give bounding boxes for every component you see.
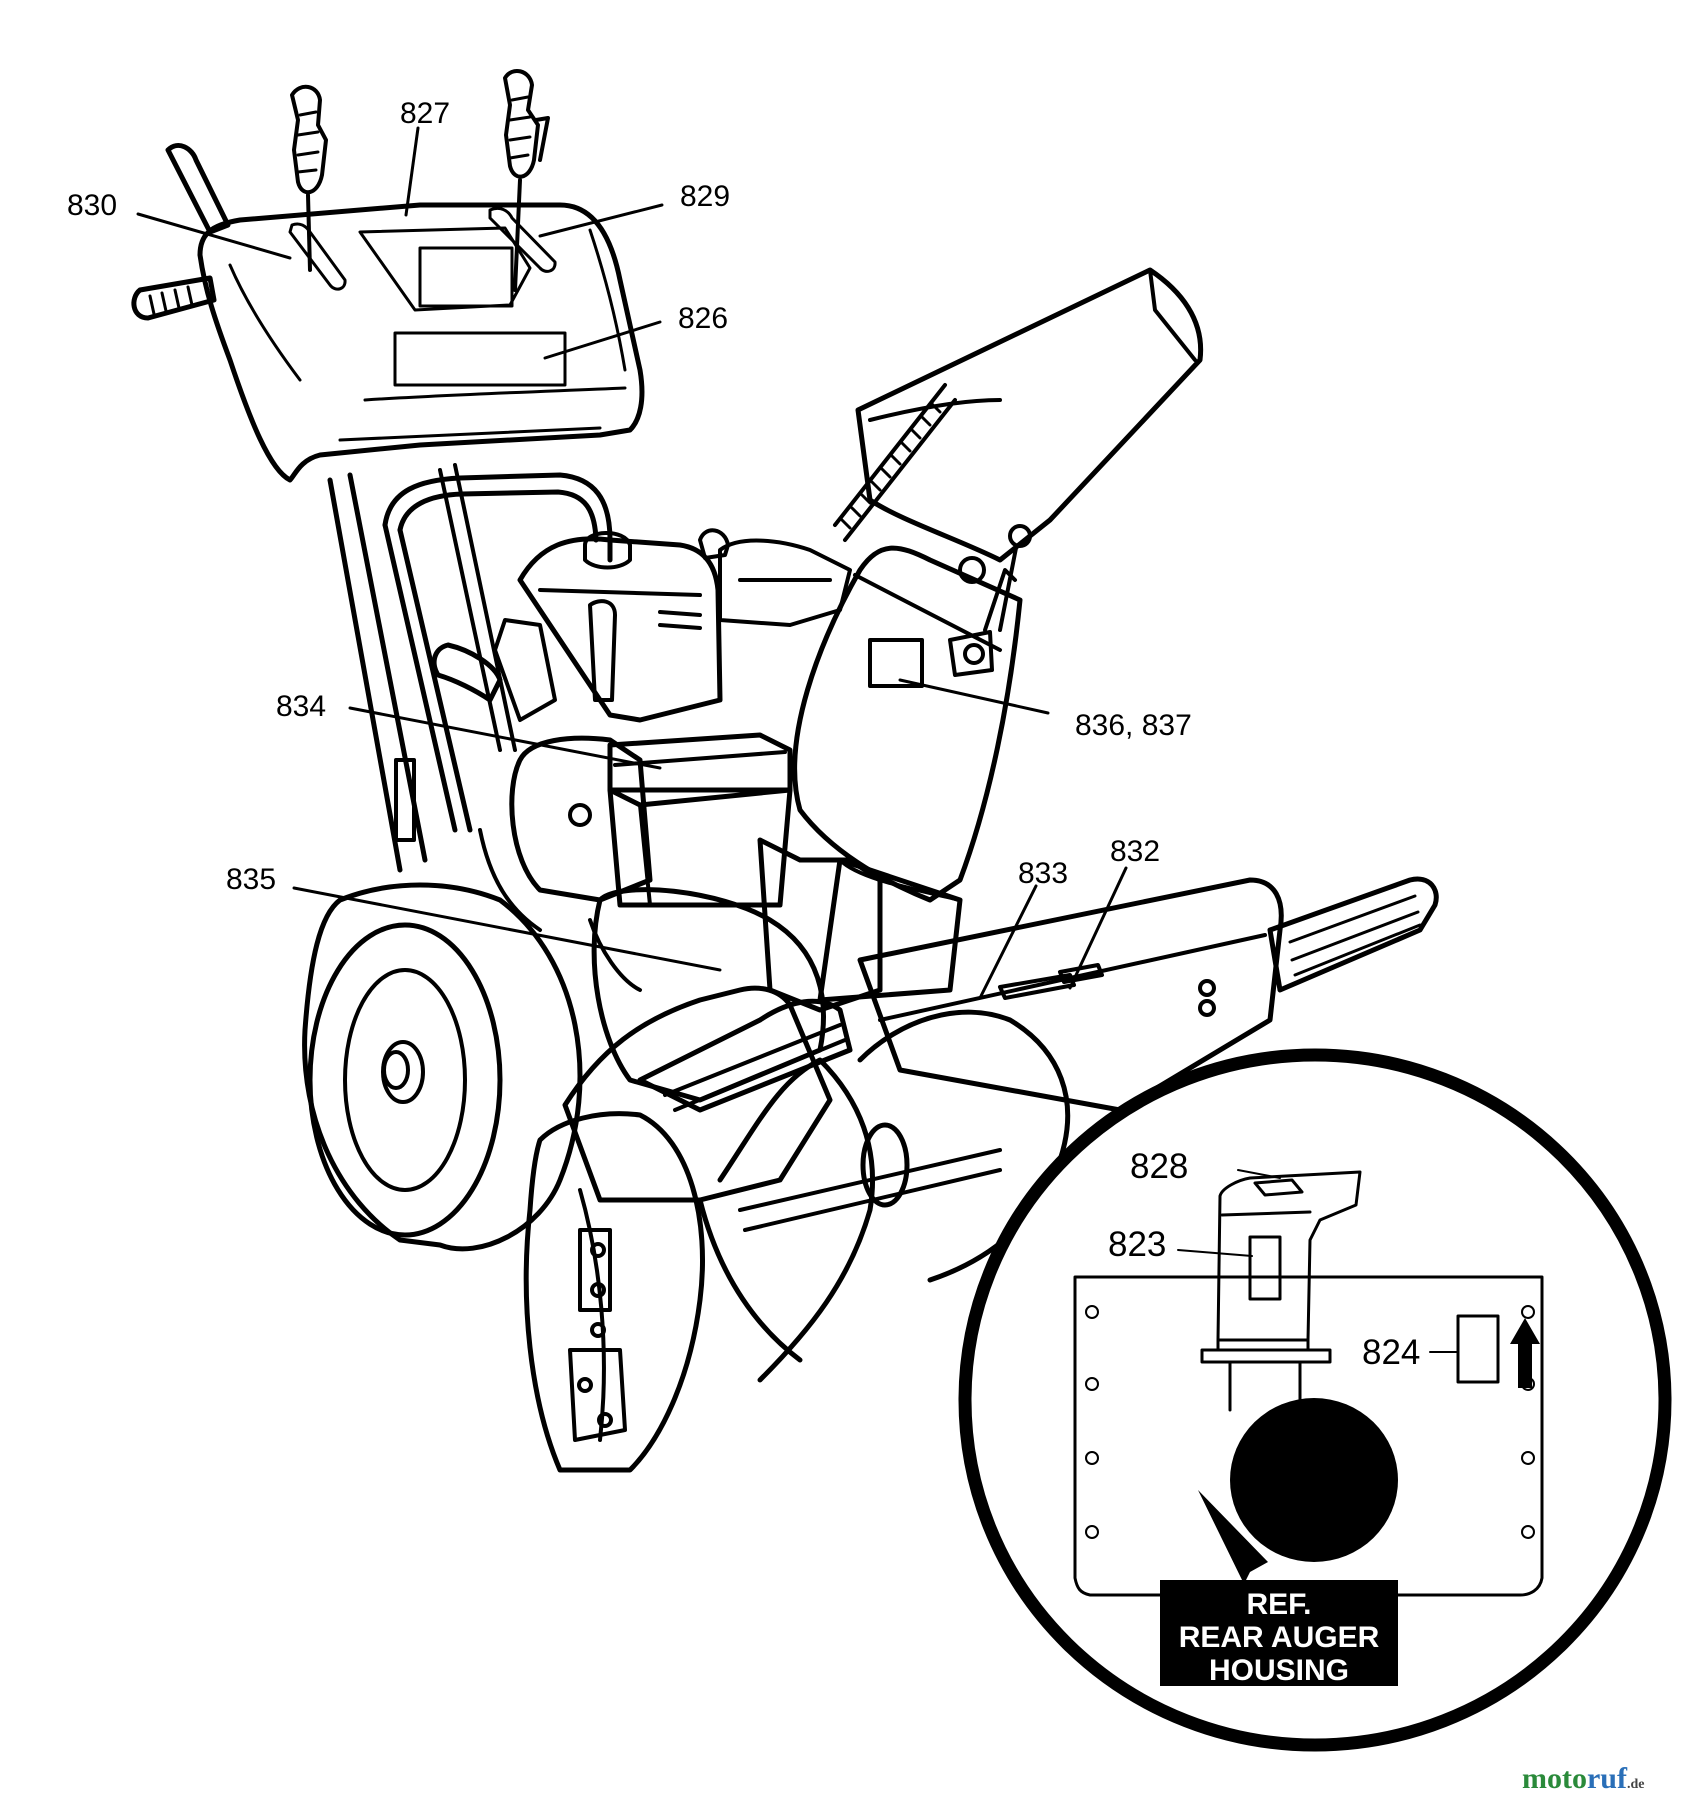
label-830: 830 xyxy=(67,189,117,222)
ref-line-1: REF. xyxy=(1246,1588,1311,1621)
label-836-837: 836, 837 xyxy=(1075,709,1192,742)
label-829: 829 xyxy=(680,180,730,213)
label-827: 827 xyxy=(400,97,450,130)
label-832: 832 xyxy=(1110,835,1160,868)
part-labels: 830 827 829 826 834 836, 837 835 833 832… xyxy=(67,97,1420,1372)
label-833: 833 xyxy=(1018,857,1068,890)
label-834: 834 xyxy=(276,690,326,723)
control-console xyxy=(197,202,645,483)
watermark-logo: motoruf.de xyxy=(1522,1762,1644,1795)
ref-note: REF. REAR AUGER HOUSING xyxy=(1179,1588,1380,1687)
watermark-ruf: ruf xyxy=(1587,1762,1628,1795)
ref-line-2: REAR AUGER xyxy=(1179,1621,1380,1654)
label-826: 826 xyxy=(678,302,728,335)
watermark-moto: moto xyxy=(1522,1762,1587,1795)
label-823: 823 xyxy=(1108,1225,1166,1264)
svg-text:motoruf.de: motoruf.de xyxy=(1522,1762,1644,1795)
handle-grips xyxy=(131,68,550,321)
leader-lines xyxy=(136,126,1459,1353)
wheel xyxy=(302,882,583,1252)
auger-housing xyxy=(523,837,1439,1473)
ref-box xyxy=(1160,1580,1398,1686)
label-828: 828 xyxy=(1130,1147,1188,1186)
handle-frame xyxy=(327,463,613,873)
engine xyxy=(431,528,852,992)
ref-line-3: HOUSING xyxy=(1209,1654,1349,1687)
label-835: 835 xyxy=(226,863,276,896)
inset-rear-auger-housing xyxy=(958,1048,1672,1752)
discharge-chute xyxy=(792,267,1204,1003)
label-824: 824 xyxy=(1362,1333,1420,1372)
watermark-suffix: .de xyxy=(1627,1777,1645,1792)
